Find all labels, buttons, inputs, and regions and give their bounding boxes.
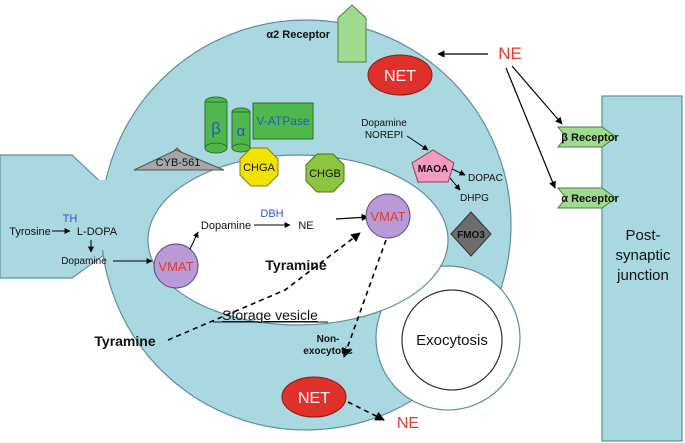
- non-exocytotic-path: [342, 239, 387, 358]
- vmat-left: [153, 243, 199, 289]
- dopac-label: DOPAC: [468, 173, 503, 184]
- dopamine-norepi-label-1: Dopamine: [361, 118, 407, 129]
- exocytosis-vesicle: [401, 289, 503, 391]
- storage-vesicle-label: Storage vesicle: [222, 307, 318, 323]
- vmat-right: [365, 193, 411, 239]
- net-bottom: [281, 376, 347, 418]
- alpha2-receptor: [337, 4, 367, 63]
- chgb-label: CHGB: [309, 168, 341, 180]
- dopamine-left-label: Dopamine: [61, 256, 107, 267]
- v-atpase: [204, 96, 314, 154]
- dopamine-vesicle-label: Dopamine: [201, 220, 251, 232]
- post-label-2: synaptic: [615, 247, 671, 264]
- ne-top-label: NE: [498, 44, 522, 63]
- vatpase-beta-label: β: [211, 119, 221, 138]
- chga-shape: [239, 147, 279, 187]
- alpha2-receptor-label: α2 Receptor: [266, 29, 330, 41]
- postsynaptic-junction: [601, 95, 683, 442]
- th-label: TH: [63, 213, 78, 225]
- tyramine-inside-label: Tyramine: [265, 257, 326, 273]
- vmat-right-label: VMAT: [370, 209, 405, 224]
- maoa-label: MAOA: [418, 164, 449, 175]
- tyramine-path: [167, 232, 361, 341]
- tyramine-outside-label: Tyramine: [94, 333, 155, 349]
- chgb-shape: [305, 153, 345, 193]
- net-top: [367, 54, 433, 96]
- dbh-label: DBH: [260, 208, 283, 220]
- to-maoa-arrow: [406, 135, 429, 151]
- non-exo-label-1: Non-: [317, 334, 340, 345]
- vatpase-alpha-label: α: [237, 123, 246, 140]
- net-bottom-label: NET: [298, 390, 330, 407]
- ne-out-path: [347, 401, 385, 421]
- fmo3-label: FMO3: [457, 230, 485, 241]
- chga-label: CHGA: [243, 162, 275, 174]
- net-top-label: NET: [384, 68, 416, 85]
- maoa-shape: [411, 149, 455, 183]
- cyb561-label: CYB-561: [156, 157, 201, 169]
- vatpase-label: V-ATPase: [256, 114, 309, 128]
- ne-bottom-label: NE: [397, 415, 419, 432]
- post-label-1: Post-: [625, 227, 660, 244]
- alpha-receptor-label: α Receptor: [561, 193, 619, 205]
- vmat-left-label: VMAT: [158, 259, 193, 274]
- ne-vesicle-label: NE: [298, 220, 313, 232]
- non-exo-label-2: exocytotic: [303, 346, 353, 357]
- post-label-3: junction: [616, 267, 669, 284]
- ne-arrows: [437, 50, 563, 189]
- exocytosis-label: Exocytosis: [416, 332, 488, 349]
- beta-receptor: β Receptor: [556, 126, 619, 148]
- dopamine-norepi-label-2: NOREPI: [365, 130, 403, 141]
- alpha-receptor: α Receptor: [556, 187, 619, 209]
- storage-vesicle: [147, 154, 449, 326]
- beta-receptor-label: β Receptor: [561, 132, 619, 144]
- dhpg-label: DHPG: [460, 193, 489, 204]
- fmo3-shape: [450, 211, 492, 257]
- ldopa-label: L-DOPA: [77, 226, 118, 238]
- tyrosine-label: Tyrosine: [9, 226, 51, 238]
